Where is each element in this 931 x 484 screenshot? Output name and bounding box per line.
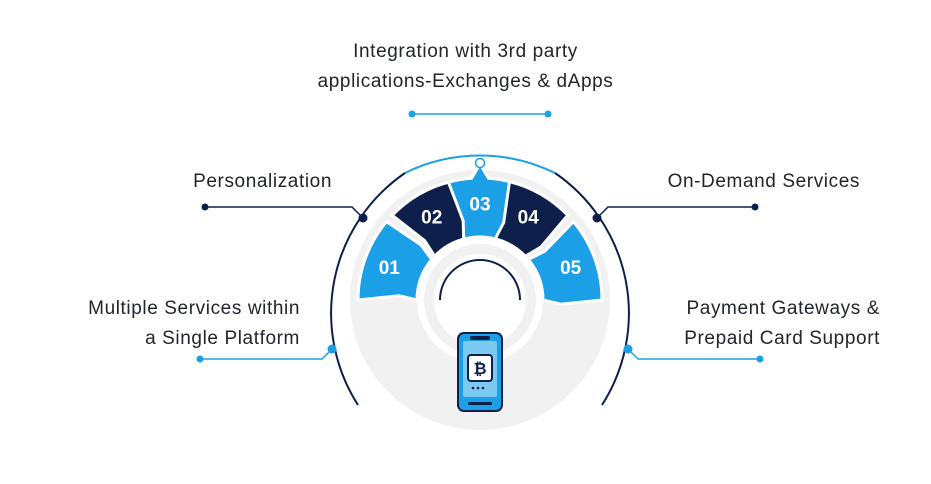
segment-number-04: 04 xyxy=(518,207,540,228)
inner-white-core xyxy=(434,254,526,346)
label-multiple-services-line-1: Multiple Services within xyxy=(88,298,300,319)
outer-arc-navy xyxy=(330,172,406,406)
label-integration: Integration with 3rd party applications-… xyxy=(0,37,931,97)
bitcoin-phone-icon: ₿ xyxy=(457,332,503,412)
connector-payment xyxy=(623,344,764,363)
label-payment-gateways-line-2: Prepaid Card Support xyxy=(684,328,880,349)
connector-on-demand xyxy=(592,203,759,223)
segment-number-01: 01 xyxy=(379,258,401,279)
label-multiple-services-line-2: a Single Platform xyxy=(145,328,300,349)
segment-number-03: 03 xyxy=(469,195,490,216)
label-personalization: Personalization xyxy=(120,167,332,197)
label-on-demand-text: On-Demand Services xyxy=(667,171,860,192)
svg-text:₿: ₿ xyxy=(473,359,486,378)
connector-multiple-services xyxy=(196,344,337,363)
label-personalization-text: Personalization xyxy=(193,171,332,192)
segment-number-02: 02 xyxy=(421,207,442,228)
outer-arc-navy-right xyxy=(554,172,630,406)
label-payment-gateways-line-1: Payment Gateways & xyxy=(686,298,880,319)
label-integration-line-1: Integration with 3rd party xyxy=(353,41,578,62)
inner-arc-navy xyxy=(439,259,521,301)
outer-arc-blue-top xyxy=(404,154,556,174)
label-payment-gateways: Payment Gateways & Prepaid Card Support xyxy=(640,294,880,354)
label-integration-line-2: applications-Exchanges & dApps xyxy=(317,71,614,92)
connector-personalization xyxy=(201,203,368,223)
connector-top xyxy=(408,110,552,169)
segment-number-05: 05 xyxy=(560,258,582,279)
label-on-demand: On-Demand Services xyxy=(610,167,860,197)
label-multiple-services: Multiple Services within a Single Platfo… xyxy=(20,294,300,354)
